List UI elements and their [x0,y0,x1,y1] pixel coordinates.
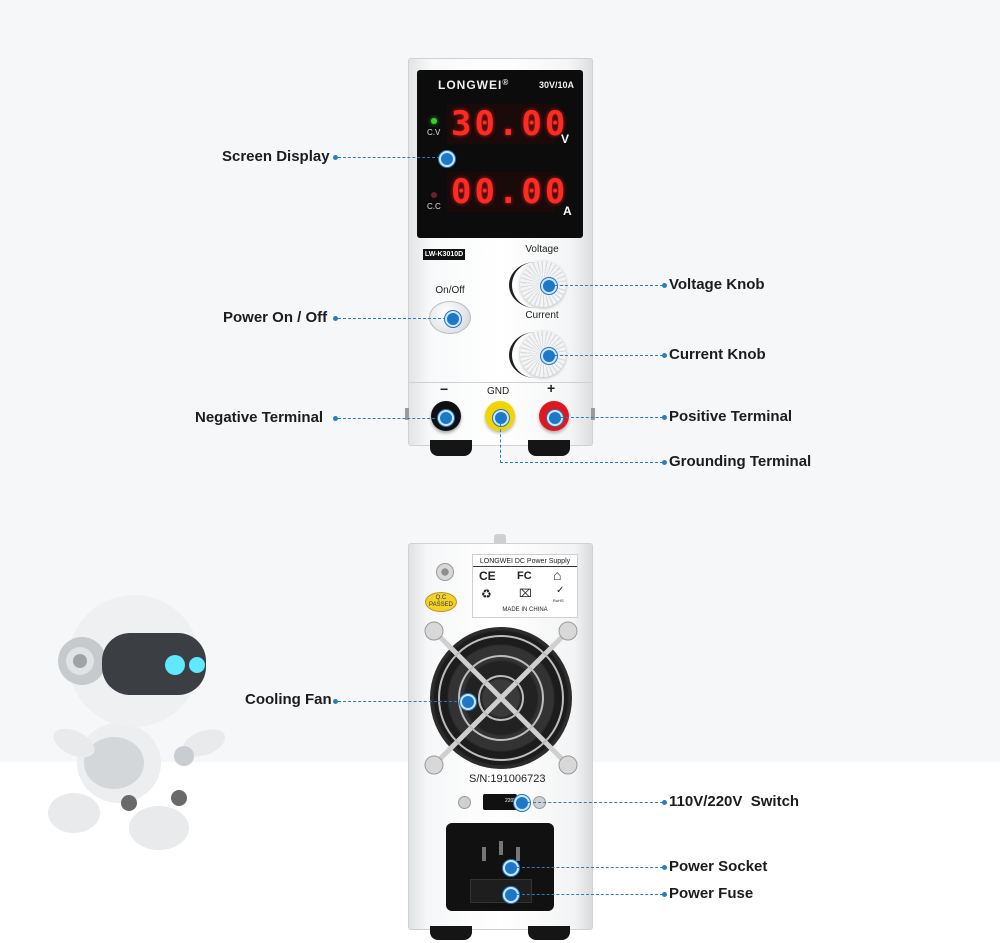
sticker-title: LONGWEI DC Power Supply [473,558,577,567]
voltage-selector-switch[interactable]: 220V [483,794,517,810]
leader-line [528,802,663,803]
qc-text: PASSED [429,602,453,608]
voltage-unit: V [561,132,570,146]
screen-display: LONGWEI® 30V/10A C.V C.C 30.00 V 00.00 A [417,70,583,238]
leader-dot [333,416,338,421]
leader-line [555,355,663,356]
callout-grounding-terminal: Grounding Terminal [669,453,812,470]
callout-negative-terminal: Negative Terminal [195,409,324,426]
power-fuse-pin [503,887,519,903]
fuse-drawer[interactable] [470,879,532,903]
leader-line [338,318,446,319]
leader-dot [662,415,667,420]
home-icon: ⌂ [553,567,562,583]
leader-line [338,701,462,702]
back-foot-left [430,926,472,940]
voltage-readout: 30.00 [451,104,569,144]
brand-logo: LONGWEI® [438,78,510,92]
leader-dot [333,699,338,704]
back-foot-right [528,926,570,940]
cooling-fan-pin [460,694,476,710]
side-bolt [405,408,409,420]
callout-voltage-knob: Voltage Knob [669,276,765,293]
voltage-switch-pin [514,795,530,811]
rating-label: 30V/10A [539,80,575,90]
leader-line [338,157,440,158]
serial-number: S/N:191006723 [469,773,546,785]
cv-led [431,118,437,124]
negative-symbol: − [440,381,449,397]
power-button-pin [445,311,461,327]
robot-mascot [48,595,226,850]
leader-line [500,424,501,463]
callout-power-fuse: Power Fuse [669,885,754,902]
top-screw [494,534,506,544]
current-readout: 00.00 [451,172,569,212]
leader-dot [662,460,667,465]
current-knob-collar [509,332,562,378]
cc-led [431,192,437,198]
leader-line [500,462,663,463]
leader-dot [333,155,338,160]
socket-pin [516,847,520,861]
cc-label: C.C [427,202,441,211]
voltage-knob-collar [509,262,562,308]
front-foot-left [430,440,472,456]
grounding-terminal-pin [493,410,509,426]
callout-current-knob: Current Knob [669,346,766,363]
voltage-readout-window [447,104,555,144]
certification-sticker: LONGWEI DC Power Supply CE FC ⌂ ♻ ⌧ ✓ Ro… [472,554,578,618]
ground-screw [436,563,454,581]
leader-dot [662,800,667,805]
switch-text: 220V [505,798,517,804]
leader-line [561,417,663,418]
recycle-icon: ♻ [481,587,492,601]
fan-grill [424,621,578,775]
leader-line [517,894,663,895]
fc-mark: FC [517,570,532,582]
leader-line [555,285,663,286]
socket-pin [499,841,503,855]
rohs-label: RoHS [553,598,564,603]
rohs-check-icon: ✓ [556,585,565,596]
power-button-label: On/Off [435,285,465,296]
made-in-label: MADE IN CHINA [502,607,548,613]
power-socket-pin [503,860,519,876]
current-knob-pin [541,348,557,364]
positive-symbol: + [547,380,556,396]
current-knob-label: Current [525,310,559,321]
current-readout-window [447,172,555,212]
positive-terminal-pin [547,410,563,426]
voltage-knob-label: Voltage [525,244,559,255]
qc-sticker: Q.C PASSED [425,592,457,612]
callout-positive-terminal: Positive Terminal [669,408,793,425]
callout-voltage-switch: 110V/220V Switch [669,793,800,810]
leader-dot [662,283,667,288]
front-foot-right [528,440,570,456]
leader-dot [662,353,667,358]
weee-icon: ⌧ [519,588,532,600]
callout-screen-display: Screen Display [222,148,330,165]
callout-cooling-fan: Cooling Fan [245,691,332,708]
terminal-strip-divider [409,382,592,383]
current-unit: A [563,204,572,218]
leader-dot [662,892,667,897]
callout-power-socket: Power Socket [669,858,768,875]
negative-terminal-pin [438,410,454,426]
cv-label: C.V [427,128,441,137]
screen-display-pin [439,151,455,167]
model-badge: LW-K3010D [423,249,465,260]
gnd-label: GND [487,386,510,397]
callout-power-on-off: Power On / Off [223,309,328,326]
leader-line [517,867,663,868]
leader-dot [662,865,667,870]
voltage-knob-pin [541,278,557,294]
qc-text: Q.C [435,595,447,601]
leader-dot [333,316,338,321]
leader-line [338,418,440,419]
switch-screw [458,796,471,809]
socket-pin [482,847,486,861]
side-bolt [591,408,595,420]
ce-mark: CE [479,569,496,583]
